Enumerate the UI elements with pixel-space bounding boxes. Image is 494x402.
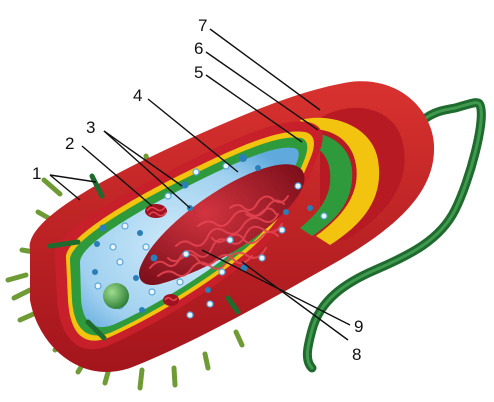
label-9: 9 — [354, 317, 363, 336]
capsule-pili-stubs — [47, 173, 241, 341]
label-1: 1 — [32, 164, 41, 183]
label-2: 2 — [65, 134, 74, 153]
pili — [5, 153, 245, 391]
ribosomes — [92, 154, 313, 313]
cell-wall-end — [300, 117, 380, 245]
label-6: 6 — [194, 39, 203, 58]
inclusion-body — [103, 283, 129, 309]
label-3: 3 — [86, 118, 95, 137]
label-4: 4 — [133, 86, 142, 105]
plasmid — [145, 204, 167, 218]
nucleoid — [138, 164, 305, 286]
label-5: 5 — [194, 63, 203, 82]
leader-lines — [49, 28, 351, 341]
storage-granules — [94, 162, 328, 319]
membrane-end — [294, 132, 353, 236]
label-7: 7 — [198, 16, 207, 35]
plasmid-small — [163, 294, 179, 306]
label-8: 8 — [352, 345, 361, 364]
